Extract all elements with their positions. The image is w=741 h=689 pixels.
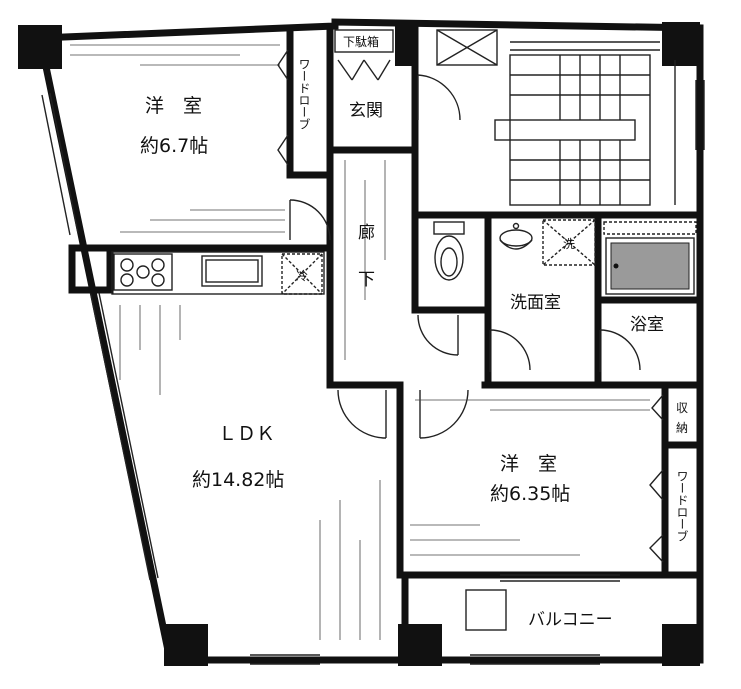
wardrobe-2-doors [649, 394, 664, 563]
washroom-label: 洗面室 [510, 293, 561, 313]
shoe-cabinet-label: 下駄箱 [343, 34, 379, 49]
doors [289, 74, 641, 439]
interior-walls [68, 24, 704, 579]
storage-label-1: 収 [676, 401, 688, 415]
shoe-cabinet [334, 29, 394, 81]
washer-space [542, 219, 596, 266]
entrance-label: 玄関 [349, 101, 383, 121]
ldk-size: 約14.82帖 [192, 469, 284, 491]
stair-hall [436, 29, 676, 206]
pillars [18, 22, 700, 666]
balcony-unit [465, 589, 507, 631]
balcony-label: バルコニー [528, 610, 613, 630]
western-room-2-name: 洋 室 [500, 453, 557, 475]
washer-label: 洗 [563, 237, 575, 251]
outer-walls [35, 18, 704, 664]
corridor-label-2: 下 [358, 270, 375, 290]
bathroom-label: 浴室 [630, 315, 664, 335]
wardrobe-1-label: ワードローブ [297, 58, 311, 130]
kitchen [111, 251, 325, 295]
windows [41, 80, 705, 665]
wardrobe-2-label: ワードローブ [675, 470, 689, 542]
ldk-name: ＬＤＫ [218, 423, 275, 445]
western-room-2-size: 約6.35帖 [490, 483, 570, 505]
wardrobe-1-doors [277, 49, 289, 166]
toilet [433, 221, 465, 281]
corridor-label-1: 廊 [358, 223, 375, 243]
western-room-1-name: 洋 室 [145, 95, 202, 117]
fridge-label: 冷 [296, 269, 308, 283]
storage-label-2: 納 [676, 421, 688, 435]
bathtub [603, 221, 697, 295]
western-room-1-size: 約6.7帖 [140, 135, 208, 157]
floor-hatching [70, 44, 650, 640]
room-labels: 洋 室 約6.7帖 ＬＤＫ 約14.82帖 洋 室 約6.35帖 玄関 下駄箱 … [140, 34, 689, 630]
wash-basin [499, 222, 533, 250]
